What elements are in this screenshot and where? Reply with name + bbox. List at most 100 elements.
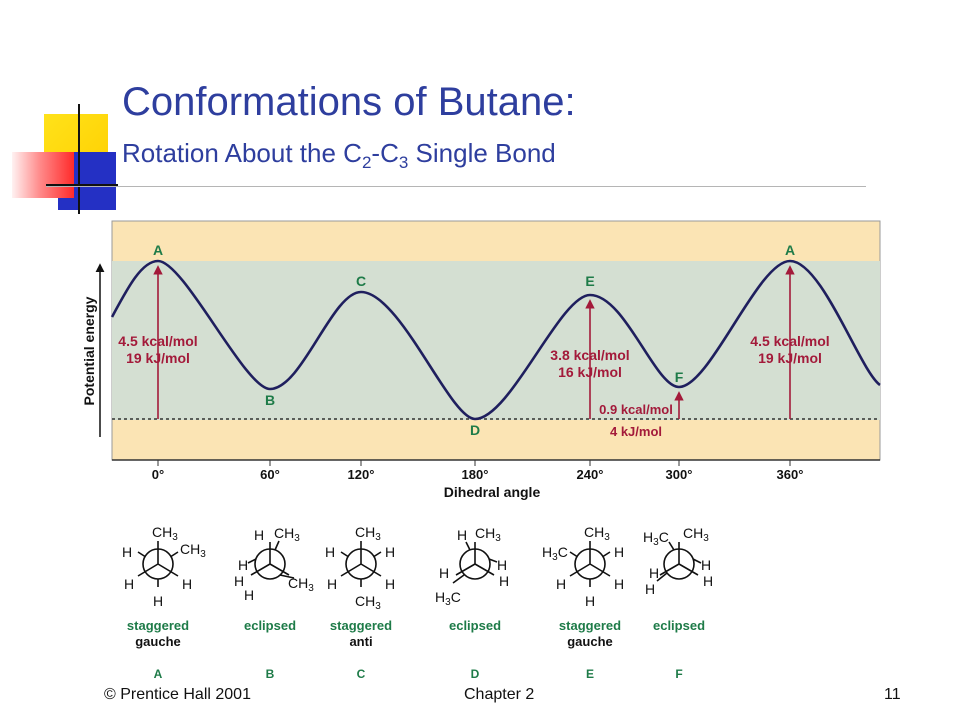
newman-d-h-left: H <box>439 565 449 581</box>
newman-e-h-right-bottom: H <box>614 576 624 592</box>
caption-letter-f: F <box>675 667 682 681</box>
newman-e-h3c-left: H3C <box>542 544 568 563</box>
newman-e: CH3 H3C H H H H <box>542 524 624 609</box>
x-axis-label: Dihedral angle <box>444 484 541 500</box>
plot-area <box>112 261 880 420</box>
newman-f-h3c-top: H3C <box>643 529 669 548</box>
subtitle-subscript-3: 3 <box>398 153 409 173</box>
point-label-a-left: A <box>153 242 163 258</box>
decor-vertical-line <box>78 104 80 214</box>
newman-b-front-bonds <box>250 542 290 576</box>
newman-c-ch3-top: CH3 <box>355 524 381 543</box>
caption-e-type: staggered <box>559 618 621 633</box>
point-label-e: E <box>585 273 594 289</box>
newman-f-ch3-top: CH3 <box>683 525 709 544</box>
annotation-a-right-kj: 19 kJ/mol <box>758 350 822 366</box>
newman-f: CH3 H3C H H H H <box>643 525 713 597</box>
caption-f-type: eclipsed <box>653 618 705 633</box>
newman-c-h-right-top: H <box>385 544 395 560</box>
newman-a: CH3 CH3 H H H H <box>122 524 206 609</box>
newman-f-h-right-bottom: H <box>703 573 713 589</box>
newman-d-h-top: H <box>457 527 467 543</box>
newman-c-front-bonds <box>340 541 382 577</box>
projection-captions: staggered gauche eclipsed staggered anti… <box>127 618 705 681</box>
newman-e-h-right-top: H <box>614 544 624 560</box>
caption-e-subtype: gauche <box>567 634 613 649</box>
caption-a-type: staggered <box>127 618 189 633</box>
page-title: Conformations of Butane: <box>122 80 576 124</box>
newman-e-front-bonds <box>569 541 611 577</box>
point-label-b: B <box>265 392 275 408</box>
decor-horizontal-line <box>46 184 118 186</box>
newman-f-back-bonds <box>656 541 702 582</box>
newman-a-h-bottom: H <box>153 593 163 609</box>
newman-b-h-bottom: H <box>244 587 254 603</box>
newman-d-ch3-top: CH3 <box>475 525 501 544</box>
subtitle-text: Rotation About the C <box>122 138 362 168</box>
point-label-d: D <box>470 422 480 438</box>
footer-copyright: © Prentice Hall 2001 <box>104 686 251 703</box>
newman-f-h-right-top: H <box>701 557 711 573</box>
newman-d: CH3 H H H H H3C <box>435 525 509 608</box>
newman-a-ch3-top: CH3 <box>152 524 178 543</box>
newman-e-h-bottom: H <box>585 593 595 609</box>
newman-a-front-bonds <box>137 541 179 577</box>
x-tick-label-360: 360° <box>777 467 804 482</box>
caption-c-type: staggered <box>330 618 392 633</box>
newman-c-ch3-bottom: CH3 <box>355 593 381 612</box>
caption-a-subtype: gauche <box>135 634 181 649</box>
newman-c-h-left-bottom: H <box>327 576 337 592</box>
subtitle-rest: Single Bond <box>408 138 556 168</box>
newman-a-back-bonds <box>137 551 179 587</box>
x-tick-label-120: 120° <box>348 467 375 482</box>
newman-a-h-right-bottom: H <box>182 576 192 592</box>
newman-b: CH3 H CH3 H H H <box>234 525 314 603</box>
caption-letter-e: E <box>586 667 594 681</box>
caption-letter-c: C <box>357 667 366 681</box>
annotation-e-kcal: 3.8 kcal/mol <box>550 347 629 363</box>
caption-letter-b: B <box>266 667 275 681</box>
newman-a-h-left-top: H <box>122 544 132 560</box>
subtitle-subscript-2: 2 <box>361 153 372 173</box>
x-ticks <box>157 460 791 466</box>
subtitle-dash: -C <box>371 138 399 168</box>
x-tick-label-240: 240° <box>577 467 604 482</box>
x-tick-label-180: 180° <box>462 467 489 482</box>
caption-d-type: eclipsed <box>449 618 501 633</box>
caption-letter-d: D <box>471 667 480 681</box>
energy-curve <box>110 259 881 421</box>
x-tick-label-300: 300° <box>666 467 693 482</box>
newman-b-h-left-top: H <box>238 557 248 573</box>
annotation-a-right-kcal: 4.5 kcal/mol <box>750 333 829 349</box>
annotation-f-kj: 4 kJ/mol <box>610 424 662 439</box>
newman-c: CH3 H H H H CH3 <box>325 524 395 612</box>
newman-e-h-left-bottom: H <box>556 576 566 592</box>
annotation-a-left-kcal: 4.5 kcal/mol <box>118 333 197 349</box>
newman-e-back-bonds <box>569 551 611 587</box>
newman-a-ch3-right: CH3 <box>180 541 206 560</box>
title-rule <box>46 186 866 187</box>
newman-b-ch3-right: CH3 <box>288 575 314 594</box>
newman-b-h-top: H <box>254 527 264 543</box>
newman-e-ch3-top: CH3 <box>584 524 610 543</box>
newman-c-h-right-bottom: H <box>385 576 395 592</box>
point-label-c: C <box>356 273 366 289</box>
annotation-e-kj: 16 kJ/mol <box>558 364 622 380</box>
caption-b-type: eclipsed <box>244 618 296 633</box>
page-subtitle: Rotation About the C2-C3 Single Bond <box>122 138 556 173</box>
caption-letter-a: A <box>154 667 163 681</box>
newman-d-h-right-top: H <box>497 557 507 573</box>
footer-page-number: 11 <box>884 686 901 703</box>
annotation-f-kcal: 0.9 kcal/mol <box>599 402 673 417</box>
point-label-a-right: A <box>785 242 795 258</box>
newman-a-h-left-bottom: H <box>124 576 134 592</box>
point-label-f: F <box>675 369 684 385</box>
newman-d-front-bonds <box>455 542 495 576</box>
newman-b-h-left-bottom: H <box>234 573 244 589</box>
newman-d-h-right-bottom: H <box>499 573 509 589</box>
newman-c-h-left-top: H <box>325 544 335 560</box>
energy-figure: Potential energy A B C D E F A 4.5 kcal/… <box>81 220 881 681</box>
x-tick-label-0: 0° <box>152 467 164 482</box>
y-axis-label: Potential energy <box>81 296 97 405</box>
newman-d-h3c: H3C <box>435 589 461 608</box>
